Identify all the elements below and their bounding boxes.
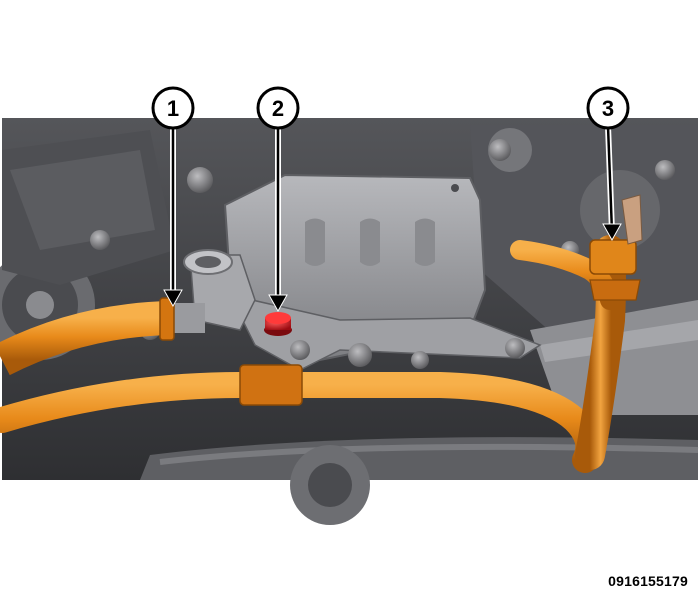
callout-1-label: 1 [167, 96, 179, 121]
callout-1: 1 [151, 86, 195, 308]
callout-2-label: 2 [272, 96, 284, 121]
callout-2: 2 [256, 86, 300, 313]
coolant-hoses [0, 194, 643, 473]
red-fastener [264, 312, 292, 336]
figure-id: 0916155179 [608, 573, 688, 589]
callout-3: 3 [586, 86, 630, 242]
callout-3-label: 3 [602, 96, 614, 121]
mounting-bracket [183, 173, 542, 371]
